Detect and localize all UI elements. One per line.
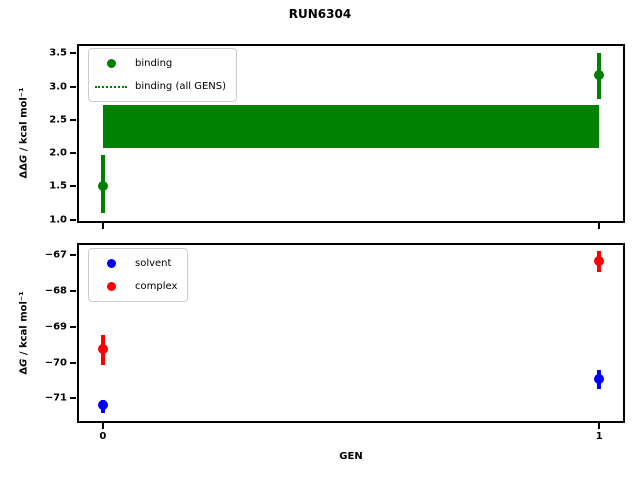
y-tick-mark <box>70 152 76 155</box>
x-tick-label: 0 <box>99 431 107 442</box>
y-tick-mark <box>70 118 76 121</box>
ylabel-units: / kcal mol⁻¹ <box>18 291 30 359</box>
y-tick-label: 2.5 <box>49 114 67 126</box>
legend-marker-cell <box>93 282 129 291</box>
y-tick-label: 3.0 <box>49 81 67 93</box>
y-tick-mark <box>70 289 76 292</box>
data-point-marker <box>594 70 605 81</box>
dotted-line-icon <box>95 85 127 88</box>
y-axis-label-dg: ΔG / kcal mol⁻¹ <box>19 291 30 374</box>
x-tick-mark <box>598 223 601 229</box>
x-tick-mark <box>101 423 104 429</box>
x-axis-label: GEN <box>339 451 363 462</box>
data-point-marker <box>97 400 108 411</box>
y-tick-label: −70 <box>44 357 67 369</box>
y-tick-label: 2.0 <box>49 147 67 159</box>
y-tick-mark <box>70 325 76 328</box>
ylabel-variable: G <box>18 154 30 163</box>
y-tick-label: −69 <box>44 321 67 333</box>
confidence-band <box>102 104 600 148</box>
complex-dot-icon <box>106 282 116 291</box>
y-tick-label: 1.0 <box>49 214 67 226</box>
axes-solvent-complex: −67 −68 −69 −70 −71 0 1 <box>45 243 625 442</box>
ylabel-prefix: ΔΔ <box>18 162 30 179</box>
legend-item-complex: complex <box>93 275 177 298</box>
y-tick-mark <box>70 85 76 88</box>
y-tick-label: 1.5 <box>49 180 67 192</box>
solvent-dot-icon <box>106 259 116 268</box>
legend-marker-cell <box>93 59 129 68</box>
data-point-marker <box>594 373 605 384</box>
axes-frame <box>77 44 625 223</box>
data-point-marker <box>97 181 108 192</box>
ylabel-prefix: Δ <box>18 366 30 375</box>
y-tick-label: −68 <box>44 285 67 297</box>
y-tick-mark <box>70 361 76 364</box>
axes-binding: 1.0 1.5 2.0 2.5 3.0 3.5 <box>49 44 625 229</box>
legend-label: binding <box>135 57 173 69</box>
legend-binding: binding binding (all GENS) <box>88 48 238 102</box>
legend-marker-cell <box>93 259 129 268</box>
legend-item-solvent: solvent <box>93 252 177 275</box>
legend-marker-cell <box>93 85 129 88</box>
x-tick-label: 1 <box>595 431 603 442</box>
legend-item-binding-all-gens: binding (all GENS) <box>93 75 226 98</box>
ylabel-units: / kcal mol⁻¹ <box>18 87 30 155</box>
x-tick-mark <box>101 223 104 229</box>
y-tick-label: 3.5 <box>49 47 67 59</box>
legend-item-binding: binding <box>93 52 226 75</box>
x-tick-mark <box>598 423 601 429</box>
legend-label: solvent <box>135 257 172 269</box>
chart-title: RUN6304 <box>288 7 352 21</box>
legend-solvent-complex: solvent complex <box>88 248 189 302</box>
y-tick-label: −71 <box>44 392 67 404</box>
axes-frame <box>77 243 625 423</box>
y-tick-label: −67 <box>44 249 67 261</box>
legend-label: binding (all GENS) <box>135 80 227 92</box>
y-tick-mark <box>70 185 76 188</box>
y-tick-mark <box>70 52 76 55</box>
data-point-marker <box>594 256 605 267</box>
data-point-marker <box>97 343 108 354</box>
y-tick-mark <box>70 254 76 257</box>
y-axis-label-ddg: ΔΔG / kcal mol⁻¹ <box>19 88 30 179</box>
binding-dot-icon <box>106 59 116 68</box>
y-tick-mark <box>70 218 76 221</box>
legend-label: complex <box>135 280 178 292</box>
ylabel-variable: G <box>18 358 30 367</box>
y-tick-mark <box>70 397 76 400</box>
